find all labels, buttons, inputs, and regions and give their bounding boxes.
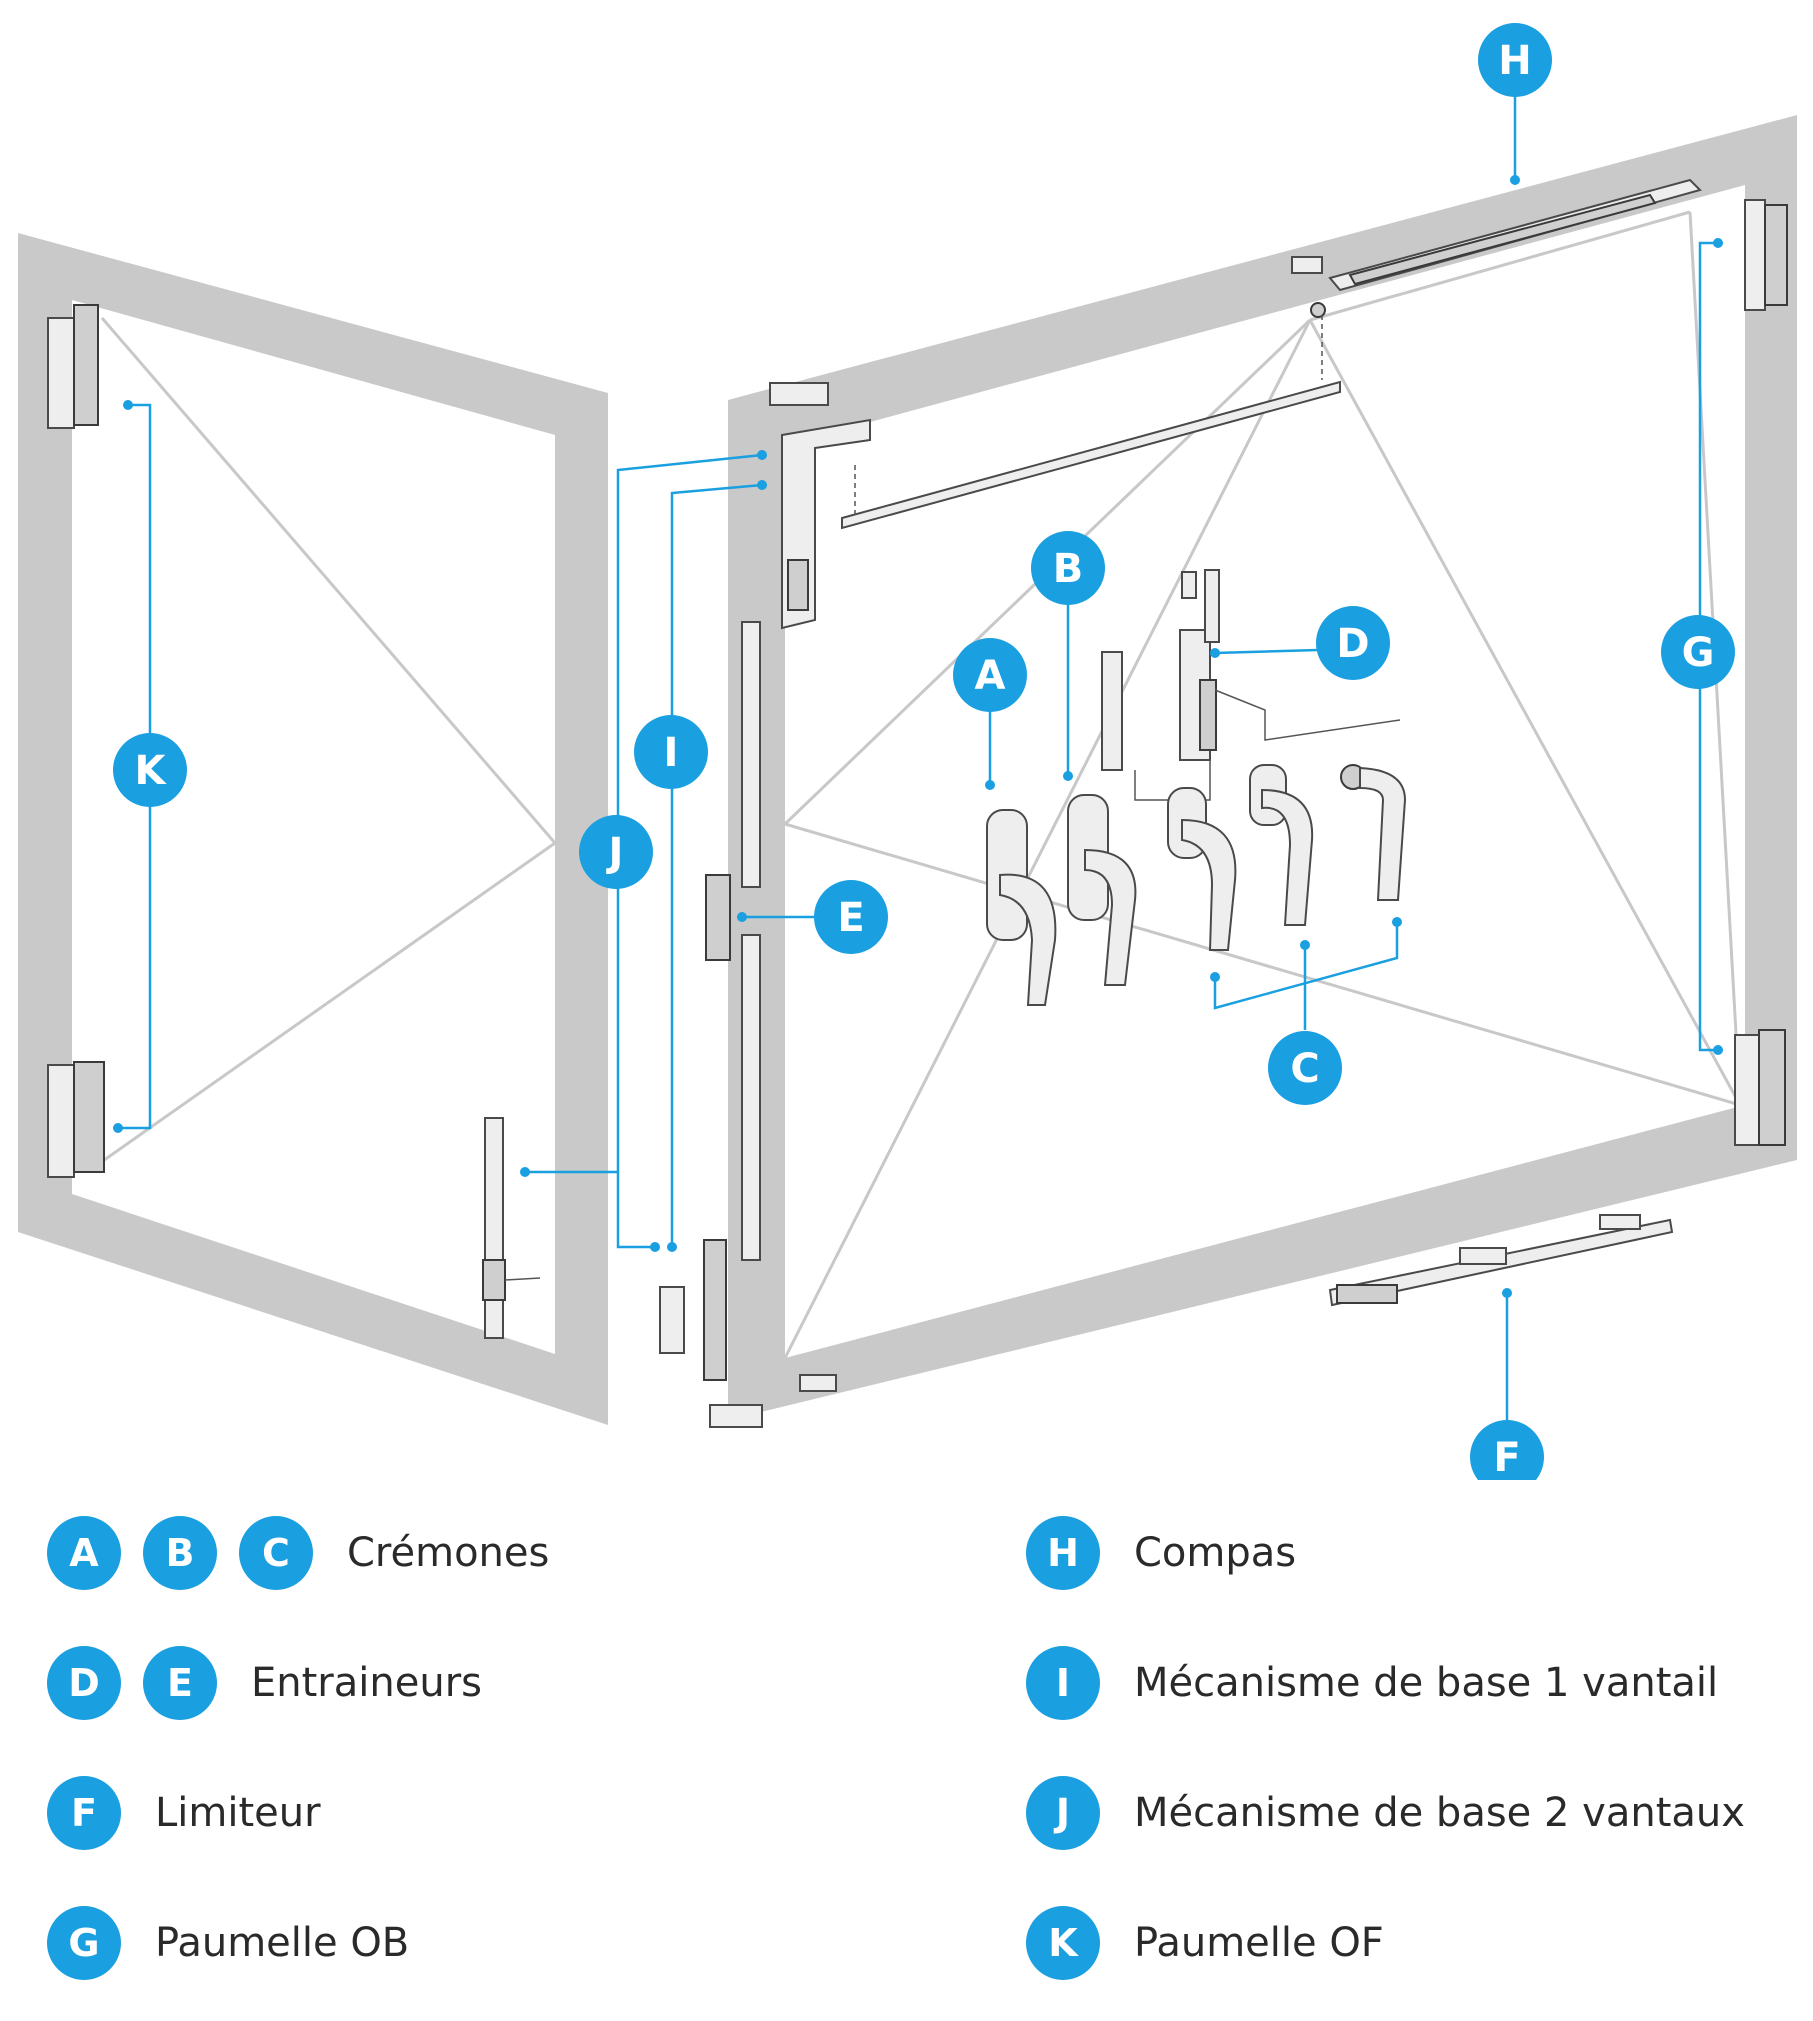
right-hinges [1734, 199, 1788, 1146]
legend-row-limiteur: F Limiteur [47, 1775, 321, 1851]
svg-text:D: D [1336, 621, 1369, 667]
left-bolt-part [482, 1117, 541, 1339]
left-sash-frame [18, 233, 608, 1425]
corner-parts-top [769, 382, 871, 630]
legend-badge-g: G [47, 1906, 121, 1980]
callout-c: C [1268, 1031, 1342, 1105]
legend-badge-e: E [143, 1646, 217, 1720]
driver-parts [1101, 569, 1401, 801]
legend-row-mecanisme-1-vantail: I Mécanisme de base 1 vantail [1026, 1645, 1718, 1721]
legend-badge-b: B [143, 1516, 217, 1590]
callout-i: I [634, 715, 708, 789]
svg-text:G: G [1682, 630, 1715, 676]
left-hinges [47, 304, 105, 1178]
rod-parts [659, 621, 837, 1428]
svg-text:B: B [1053, 546, 1084, 592]
legend-badge-k: K [1026, 1906, 1100, 1980]
svg-text:A: A [975, 653, 1006, 699]
legend-label-compas: Compas [1134, 1530, 1297, 1576]
legend-row-paumelle-of: K Paumelle OF [1026, 1905, 1384, 1981]
svg-text:C: C [1290, 1046, 1319, 1092]
legend-badge-j: J [1026, 1776, 1100, 1850]
legend-label-cremones: Crémones [347, 1530, 550, 1576]
callout-j: J [579, 815, 653, 889]
legend-row-mecanisme-2-vantaux: J Mécanisme de base 2 vantaux [1026, 1775, 1745, 1851]
left-sash-diagonals [89, 317, 557, 1172]
legend-badge-i: I [1026, 1646, 1100, 1720]
legend-label-entraineurs: Entraineurs [251, 1660, 482, 1706]
callout-d: D [1316, 606, 1390, 680]
svg-text:K: K [135, 748, 168, 794]
legend-row-cremones: A B C Crémones [47, 1515, 549, 1591]
legend-row-entraineurs: D E Entraineurs [47, 1645, 482, 1721]
handle-parts [986, 764, 1407, 1006]
legend-label-mecanisme-2-vantaux: Mécanisme de base 2 vantaux [1134, 1790, 1745, 1836]
callout-a: A [953, 638, 1027, 712]
legend-label-paumelle-of: Paumelle OF [1134, 1920, 1384, 1966]
callout-g: G [1661, 615, 1735, 689]
legend-row-paumelle-ob: G Paumelle OB [47, 1905, 409, 1981]
window-hardware-diagram: H G K J I E A B D C F [18, 23, 1797, 1480]
legend-label-limiteur: Limiteur [155, 1790, 321, 1836]
svg-text:J: J [606, 830, 624, 876]
legend-label-paumelle-ob: Paumelle OB [155, 1920, 410, 1966]
legend-badge-a: A [47, 1516, 121, 1590]
legend-row-compas: H Compas [1026, 1515, 1296, 1591]
legend-badge-d: D [47, 1646, 121, 1720]
legend: A B C Crémones D E Entraineurs F Limiteu… [0, 1495, 1813, 2015]
legend-badge-h: H [1026, 1516, 1100, 1590]
callout-k: K [113, 733, 187, 807]
svg-text:I: I [664, 730, 679, 776]
callout-f: F [1470, 1420, 1544, 1480]
svg-text:E: E [837, 895, 864, 941]
callout-b: B [1031, 531, 1105, 605]
svg-text:H: H [1498, 38, 1531, 84]
limiter-part [1328, 1214, 1674, 1307]
callout-e: E [814, 880, 888, 954]
compas-part [841, 178, 1702, 530]
legend-label-mecanisme-1-vantail: Mécanisme de base 1 vantail [1134, 1660, 1719, 1706]
svg-text:F: F [1493, 1435, 1520, 1480]
legend-badge-c: C [239, 1516, 313, 1590]
callout-h: H [1478, 23, 1552, 97]
legend-badge-f: F [47, 1776, 121, 1850]
